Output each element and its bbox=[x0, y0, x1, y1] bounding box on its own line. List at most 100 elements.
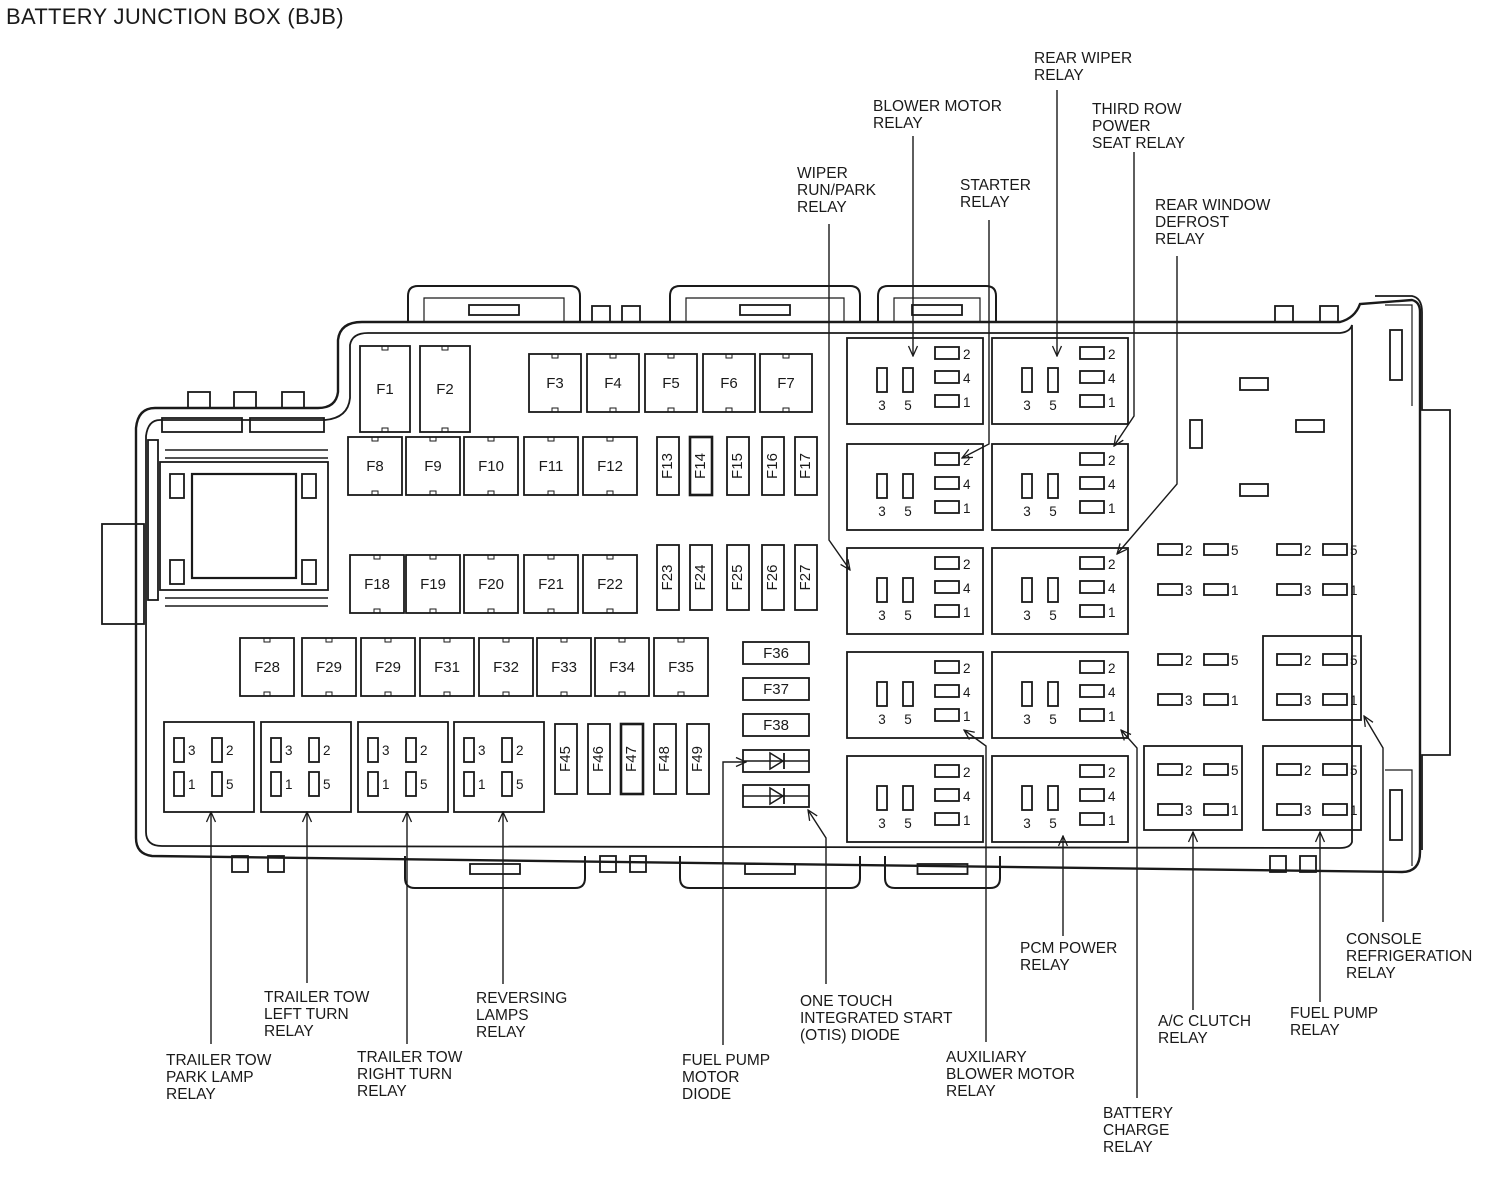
fuse-f28[interactable]: F28 bbox=[239, 637, 295, 697]
fuse-f14[interactable]: F14 bbox=[688, 435, 714, 497]
fuse-f10[interactable]: F10 bbox=[463, 436, 519, 496]
fuse-f24[interactable]: F24 bbox=[689, 544, 713, 611]
fuse-f49[interactable]: F49 bbox=[686, 723, 710, 795]
fuse-f35[interactable]: F35 bbox=[653, 637, 709, 697]
top-latch-inner bbox=[685, 297, 845, 322]
fuse-f27[interactable]: F27 bbox=[794, 544, 818, 611]
fuse-f38[interactable]: F38 bbox=[742, 713, 810, 737]
fuse-label: F9 bbox=[424, 458, 442, 475]
pin-2-label: 2 bbox=[1185, 543, 1193, 558]
fuel-pump-motor-diode[interactable] bbox=[742, 749, 810, 773]
fuse-label: F15 bbox=[729, 453, 746, 479]
fuse-f48[interactable]: F48 bbox=[653, 723, 677, 795]
fuse-f25[interactable]: F25 bbox=[726, 544, 750, 611]
fuse-f6[interactable]: F6 bbox=[702, 353, 756, 413]
fuse-label: F12 bbox=[597, 458, 623, 475]
fuse-f2[interactable]: F2 bbox=[419, 345, 471, 433]
edge-clip bbox=[591, 305, 611, 323]
fuse-f29b[interactable]: F29 bbox=[360, 637, 416, 697]
fuse-f33[interactable]: F33 bbox=[536, 637, 592, 697]
fuse-f31[interactable]: F31 bbox=[419, 637, 475, 697]
pin-1-label: 1 bbox=[963, 813, 971, 828]
pin-3-label: 3 bbox=[1304, 583, 1312, 598]
fuse-f1[interactable]: F1 bbox=[359, 345, 411, 433]
fuse-f19[interactable]: F19 bbox=[405, 554, 461, 614]
fuse-f29a[interactable]: F29 bbox=[301, 637, 357, 697]
pin-3-label: 3 bbox=[1023, 504, 1031, 519]
fuse-f20[interactable]: F20 bbox=[463, 554, 519, 614]
pin-5-label: 5 bbox=[904, 504, 912, 519]
starter-relay-label: RELAY bbox=[960, 194, 1010, 211]
bus-rail bbox=[147, 439, 159, 601]
fuse-f3[interactable]: F3 bbox=[528, 353, 582, 413]
fuse-label: F34 bbox=[609, 659, 635, 676]
pin-4-label: 4 bbox=[1108, 685, 1116, 700]
fuse-f8[interactable]: F8 bbox=[347, 436, 403, 496]
pin-2-label: 2 bbox=[1108, 557, 1116, 572]
fuse-f11[interactable]: F11 bbox=[523, 436, 579, 496]
fuse-f47[interactable]: F47 bbox=[619, 722, 645, 796]
fuse-f21[interactable]: F21 bbox=[523, 554, 579, 614]
fuse-f7[interactable]: F7 bbox=[759, 353, 813, 413]
pin-3-label: 3 bbox=[1023, 608, 1031, 623]
fuse-f15[interactable]: F15 bbox=[726, 436, 750, 496]
fuse-f18[interactable]: F18 bbox=[349, 554, 405, 614]
bottom-latch bbox=[679, 856, 861, 889]
pin-5-label: 5 bbox=[1350, 653, 1358, 668]
fuse-f22[interactable]: F22 bbox=[582, 554, 638, 614]
fuse-f26[interactable]: F26 bbox=[761, 544, 785, 611]
fuse-f37[interactable]: F37 bbox=[742, 677, 810, 701]
battery-charge-relay-label: RELAY bbox=[1103, 1139, 1153, 1156]
fuse-f5[interactable]: F5 bbox=[644, 353, 698, 413]
fuse-f4[interactable]: F4 bbox=[586, 353, 640, 413]
fuse-label: F1 bbox=[376, 381, 394, 398]
fuel-pump-motor-diode-arrow bbox=[722, 762, 746, 1045]
fuse-f23[interactable]: F23 bbox=[656, 544, 680, 611]
pin-2-label: 2 bbox=[963, 765, 971, 780]
fuse-f36[interactable]: F36 bbox=[742, 641, 810, 665]
fuse-f45[interactable]: F45 bbox=[554, 723, 578, 795]
fuse-f17[interactable]: F17 bbox=[794, 436, 818, 496]
pin-5-label: 5 bbox=[1049, 398, 1057, 413]
terminal-slot bbox=[1189, 419, 1203, 449]
fuse-f12[interactable]: F12 bbox=[582, 436, 638, 496]
rear-wiper-relay-label: RELAY bbox=[1034, 67, 1084, 84]
pin-4-label: 4 bbox=[963, 581, 971, 596]
fuse-f16[interactable]: F16 bbox=[761, 436, 785, 496]
pin-4-label: 4 bbox=[1108, 581, 1116, 596]
fuse-f9[interactable]: F9 bbox=[405, 436, 461, 496]
fuse-f46[interactable]: F46 bbox=[587, 723, 611, 795]
pin-1-label: 1 bbox=[1108, 395, 1116, 410]
pin-3-label: 3 bbox=[1023, 398, 1031, 413]
fuel-pump-motor-diode-label: FUEL PUMP bbox=[682, 1052, 770, 1069]
fuse-f13[interactable]: F13 bbox=[656, 436, 680, 496]
fuse-f32[interactable]: F32 bbox=[478, 637, 534, 697]
fuse-f34[interactable]: F34 bbox=[594, 637, 650, 697]
pin-1-label: 1 bbox=[963, 709, 971, 724]
bus-plate bbox=[249, 417, 325, 433]
pin-2-label: 2 bbox=[1304, 763, 1312, 778]
otis-diode[interactable] bbox=[742, 784, 810, 808]
latch-slot bbox=[739, 304, 791, 316]
